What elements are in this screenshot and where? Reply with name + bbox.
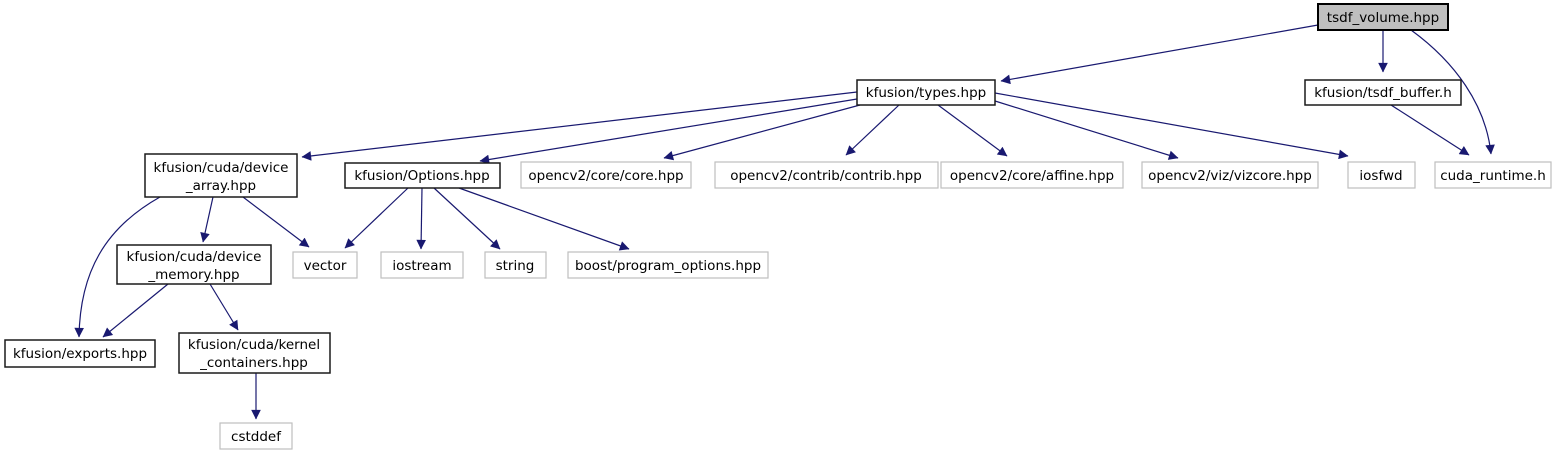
node-cuda-runtime: cuda_runtime.h — [1434, 161, 1552, 189]
node-label: kfusion/cuda/kernel — [188, 337, 320, 353]
node-cstddef-box — [219, 422, 293, 450]
edge-options-to-string — [433, 187, 501, 250]
node-device-memory-box[interactable] — [116, 244, 272, 285]
node-opencv-vizcore: opencv2/viz/vizcore.hpp — [1141, 161, 1319, 189]
node-label: opencv2/viz/vizcore.hpp — [1148, 168, 1312, 184]
edge-tsdf-volume-to-cuda-runtime — [1410, 29, 1495, 155]
edge-types-to-core — [663, 104, 861, 161]
node-opencv-affine-box — [940, 161, 1124, 189]
node-kernel-containers-box[interactable] — [178, 332, 331, 374]
node-label: cuda_runtime.h — [1440, 168, 1546, 184]
node-string: string — [484, 251, 547, 279]
node-label: opencv2/core/affine.hpp — [950, 168, 1114, 184]
node-opencv-affine: opencv2/core/affine.hpp — [940, 161, 1124, 189]
node-vector: vector — [292, 251, 358, 279]
node-types-box[interactable] — [856, 79, 996, 106]
node-iostream-box — [380, 251, 464, 279]
node-tsdf-buffer-box[interactable] — [1304, 79, 1462, 106]
node-label: string — [496, 258, 535, 274]
nodes: tsdf_volume.hpp kfusion/types.hpp kfusio… — [4, 3, 1552, 450]
node-types[interactable]: kfusion/types.hpp — [856, 79, 996, 106]
node-options[interactable]: kfusion/Options.hpp — [344, 162, 501, 189]
node-label: iosfwd — [1359, 168, 1402, 184]
node-label: kfusion/tsdf_buffer.h — [1314, 85, 1452, 101]
edge-types-to-contrib — [845, 104, 900, 156]
node-cuda-runtime-box — [1434, 161, 1552, 189]
node-label: _memory.hpp — [147, 267, 239, 283]
edge-device-array-to-device-memory — [200, 196, 214, 243]
node-label: boost/program_options.hpp — [575, 258, 761, 274]
node-iosfwd-box — [1347, 161, 1416, 189]
node-device-array-box[interactable] — [144, 153, 298, 198]
edge-device-memory-to-exports — [102, 283, 169, 338]
edge-options-to-boost — [458, 187, 630, 251]
edge-options-to-vector — [344, 187, 409, 249]
node-exports-box[interactable] — [4, 339, 156, 368]
node-label: kfusion/cuda/device — [154, 160, 289, 176]
edge-device-array-to-vector — [242, 196, 310, 248]
node-label: vector — [304, 258, 347, 274]
node-kernel-containers[interactable]: kfusion/cuda/kernel _containers.hpp — [178, 332, 331, 374]
node-label: kfusion/types.hpp — [866, 85, 986, 101]
node-options-box[interactable] — [344, 162, 501, 189]
node-label: _array.hpp — [185, 178, 256, 194]
node-device-array[interactable]: kfusion/cuda/device _array.hpp — [144, 153, 298, 198]
edge-device-memory-to-kernel — [209, 283, 239, 331]
node-tsdf-buffer[interactable]: kfusion/tsdf_buffer.h — [1304, 79, 1462, 106]
node-iostream: iostream — [380, 251, 464, 279]
edges — [74, 24, 1495, 420]
node-opencv-core: opencv2/core/core.hpp — [520, 161, 692, 189]
node-opencv-core-box — [520, 161, 692, 189]
node-device-memory[interactable]: kfusion/cuda/device _memory.hpp — [116, 244, 272, 285]
edge-types-to-affine — [937, 104, 1008, 157]
node-tsdf-volume: tsdf_volume.hpp — [1317, 3, 1449, 31]
node-label: opencv2/core/core.hpp — [528, 168, 683, 184]
node-iosfwd: iosfwd — [1347, 161, 1416, 189]
edge-types-to-device-array — [301, 91, 858, 161]
node-boost-program-options: boost/program_options.hpp — [567, 251, 769, 279]
node-label: kfusion/cuda/device — [127, 249, 262, 265]
node-label: kfusion/Options.hpp — [354, 168, 489, 184]
edge-options-to-iostream — [416, 187, 426, 250]
node-label: iostream — [392, 258, 451, 274]
node-label: _containers.hpp — [199, 355, 308, 371]
node-opencv-contrib: opencv2/contrib/contrib.hpp — [714, 161, 939, 189]
node-tsdf-volume-box — [1317, 3, 1449, 31]
edge-tsdf-volume-to-types — [1000, 24, 1319, 85]
node-label: cstddef — [231, 429, 282, 445]
node-label: tsdf_volume.hpp — [1327, 10, 1439, 26]
node-string-box — [484, 251, 547, 279]
edge-types-to-vizcore — [994, 100, 1179, 160]
node-cstddef: cstddef — [219, 422, 293, 450]
node-label: opencv2/contrib/contrib.hpp — [730, 168, 922, 184]
edge-types-to-options — [479, 98, 858, 165]
node-boost-box — [567, 251, 769, 279]
node-exports[interactable]: kfusion/exports.hpp — [4, 339, 156, 368]
edge-types-to-iosfwd — [994, 92, 1349, 160]
node-opencv-contrib-box — [714, 161, 939, 189]
node-vector-box — [292, 251, 358, 279]
node-opencv-vizcore-box — [1141, 161, 1319, 189]
edge-tsdf-buffer-to-cuda-runtime — [1390, 104, 1470, 156]
edge-device-array-to-exports — [74, 196, 161, 338]
node-label: kfusion/exports.hpp — [13, 346, 147, 362]
